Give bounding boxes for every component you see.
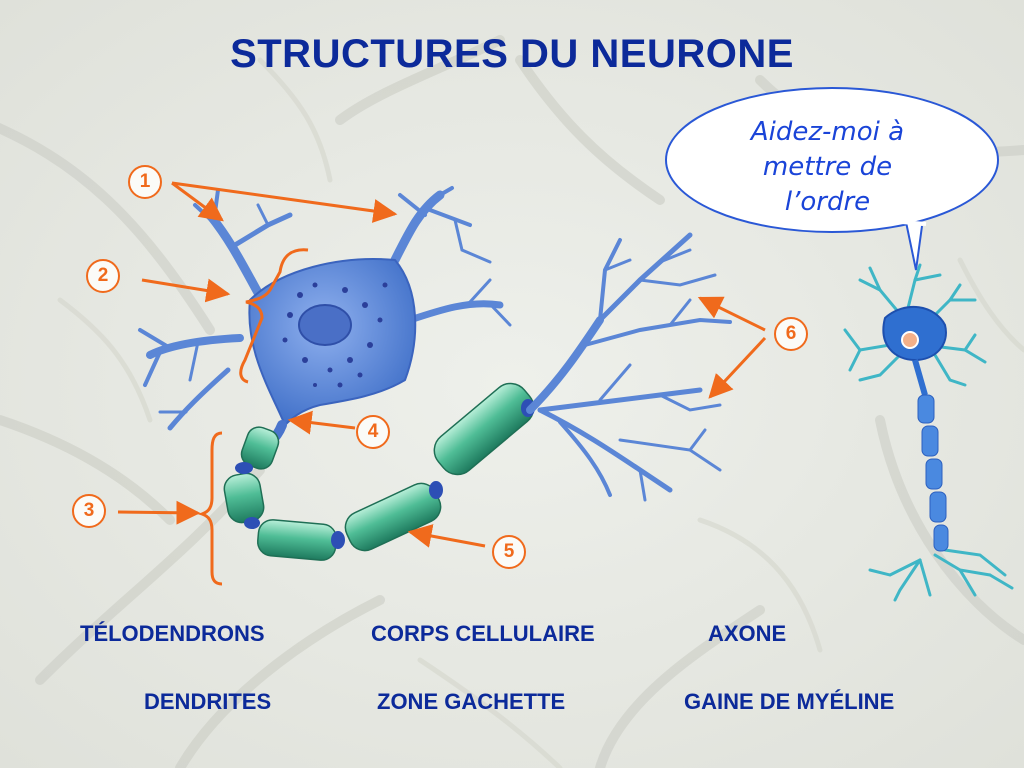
telodendrons bbox=[526, 232, 732, 502]
marker-6: 6 bbox=[774, 317, 808, 351]
speech-bubble bbox=[665, 87, 999, 271]
term-axon: AXONE bbox=[708, 621, 787, 646]
marker-4: 4 bbox=[356, 415, 390, 449]
pointer-arrows bbox=[117, 181, 767, 548]
marker-2: 2 bbox=[86, 259, 120, 293]
term-dendrites: DENDRITES bbox=[144, 689, 272, 714]
term-trigger-zone: ZONE GACHETTE bbox=[377, 689, 566, 714]
term-cell-body: CORPS CELLULAIRE bbox=[371, 621, 595, 646]
axon-brace bbox=[197, 431, 223, 586]
marker-5: 5 bbox=[492, 535, 526, 569]
marker-1: 1 bbox=[128, 165, 162, 199]
mini-neuron-illustration bbox=[843, 263, 1014, 602]
cell-body-brace bbox=[239, 248, 309, 384]
cell-body bbox=[248, 258, 417, 427]
marker-3: 3 bbox=[72, 494, 106, 528]
term-myelin-sheath: GAINE DE MYÉLINE bbox=[684, 689, 895, 714]
bubble-line-1: Aidez-moi à bbox=[750, 117, 905, 147]
page-title: STRUCTURES DU NEURONE bbox=[230, 32, 794, 76]
term-telodendrons: TÉLODENDRONS bbox=[80, 621, 265, 646]
bubble-line-3: l’ordre bbox=[784, 187, 871, 217]
speech-bubble-text: Aidez-moi à mettre de l’ordre bbox=[700, 115, 955, 220]
bubble-line-2: mettre de bbox=[762, 152, 893, 182]
myelin-sheath bbox=[223, 382, 535, 561]
